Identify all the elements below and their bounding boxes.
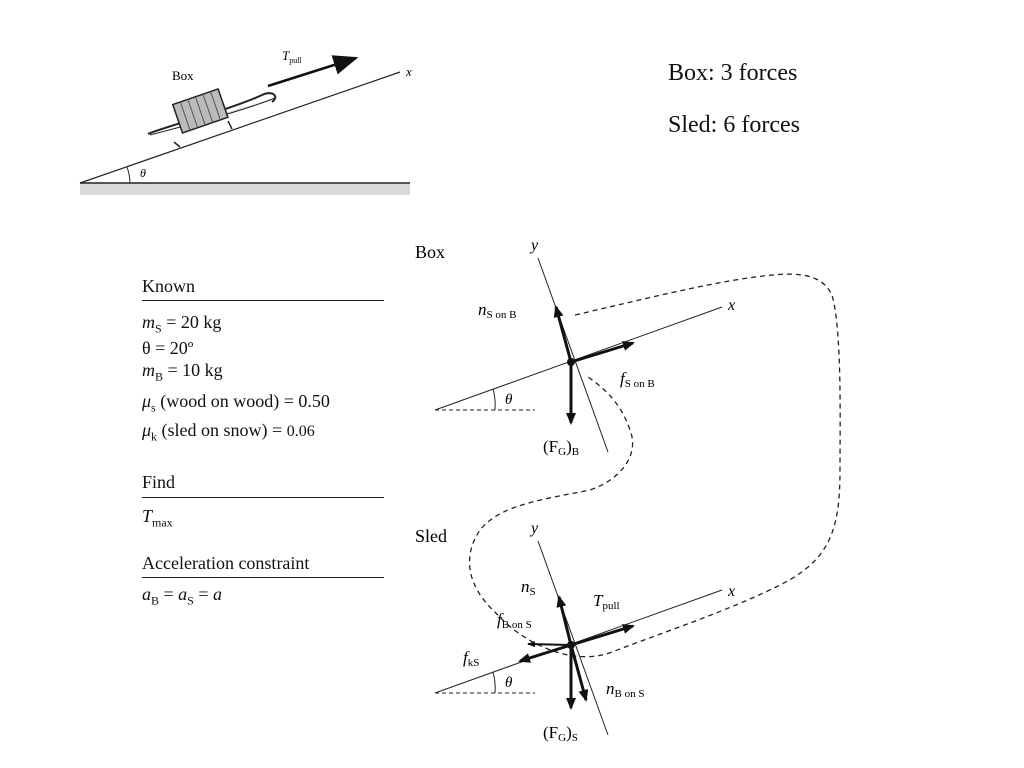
constraint-equation: aB = aS = a <box>142 584 223 608</box>
label-f-s-on-b: fS on B <box>620 369 655 390</box>
label-fg-b: (FG)B <box>543 437 579 458</box>
label-n-s-on-b: nS on B <box>478 300 516 321</box>
interaction-pair-loop <box>468 273 841 658</box>
sled-angle-arc <box>492 671 496 694</box>
ground-shading <box>80 183 410 195</box>
label-n-b-on-s: nB on S <box>606 679 644 700</box>
force-f-ks <box>518 643 572 663</box>
incline-sketch: x θ Box Tpull <box>79 48 412 195</box>
sketch-pull-label: Tpull <box>282 48 302 65</box>
force-t-pull <box>570 624 635 647</box>
sled-forces-summary: Sled: 6 forces <box>668 112 800 138</box>
known-muk: μk (sled on snow) = 0.06 <box>142 420 315 444</box>
label-f-ks: fkS <box>463 648 479 669</box>
sled-y-axis <box>537 540 609 736</box>
fbd-box-label: Box <box>415 242 445 262</box>
sled-angle-label: θ <box>505 675 513 691</box>
force-f-b-on-s <box>527 641 572 648</box>
find-rule <box>142 497 384 498</box>
box-sketch <box>171 87 229 134</box>
sketch-box-label: Box <box>172 68 194 83</box>
sketch-angle-arc <box>126 166 131 184</box>
sled-fbd: x y θ nS Tpull fB on S fkS nB on S (FG)S <box>434 520 735 744</box>
box-y-label: y <box>529 237 539 254</box>
known-ms: mS = 20 kg <box>142 312 222 336</box>
force-n-s-on-b <box>553 305 573 363</box>
known-rule <box>142 300 384 301</box>
label-t-pull: Tpull <box>593 591 620 612</box>
box-angle-label: θ <box>505 392 513 408</box>
known-heading: Known <box>142 276 195 296</box>
box-x-label: x <box>727 297 735 314</box>
label-fg-s: (FG)S <box>543 723 578 744</box>
sled-particle <box>567 641 575 649</box>
label-n-s: nS <box>521 577 536 598</box>
sketch-angle-label: θ <box>140 166 146 180</box>
box-y-axis <box>537 257 609 453</box>
constraint-rule <box>142 577 384 578</box>
box-forces-summary: Box: 3 forces <box>668 60 798 86</box>
sketch-pull-arrow <box>267 55 359 88</box>
sled-y-label: y <box>529 520 539 537</box>
find-tmax: Tmax <box>142 506 173 530</box>
constraint-heading: Acceleration constraint <box>142 553 310 573</box>
sketch-x-label: x <box>405 64 412 79</box>
incline-line <box>79 71 401 184</box>
known-mus: μs (wood on wood) = 0.50 <box>142 391 330 415</box>
sled-x-label: x <box>727 583 735 600</box>
force-f-s-on-b <box>570 341 635 364</box>
known-mb: mB = 10 kg <box>142 360 223 384</box>
force-n-s <box>556 595 573 646</box>
fbd-sled-label: Sled <box>415 526 447 546</box>
box-angle-arc <box>492 388 496 411</box>
force-n-b-on-s <box>569 644 589 702</box>
box-fbd: x y θ nS on B fS on B (FG)B <box>434 237 735 458</box>
known-theta: θ = 20º <box>142 338 194 358</box>
box-particle <box>567 358 575 366</box>
label-f-b-on-s: fB on S <box>497 610 532 631</box>
find-heading: Find <box>142 472 176 492</box>
